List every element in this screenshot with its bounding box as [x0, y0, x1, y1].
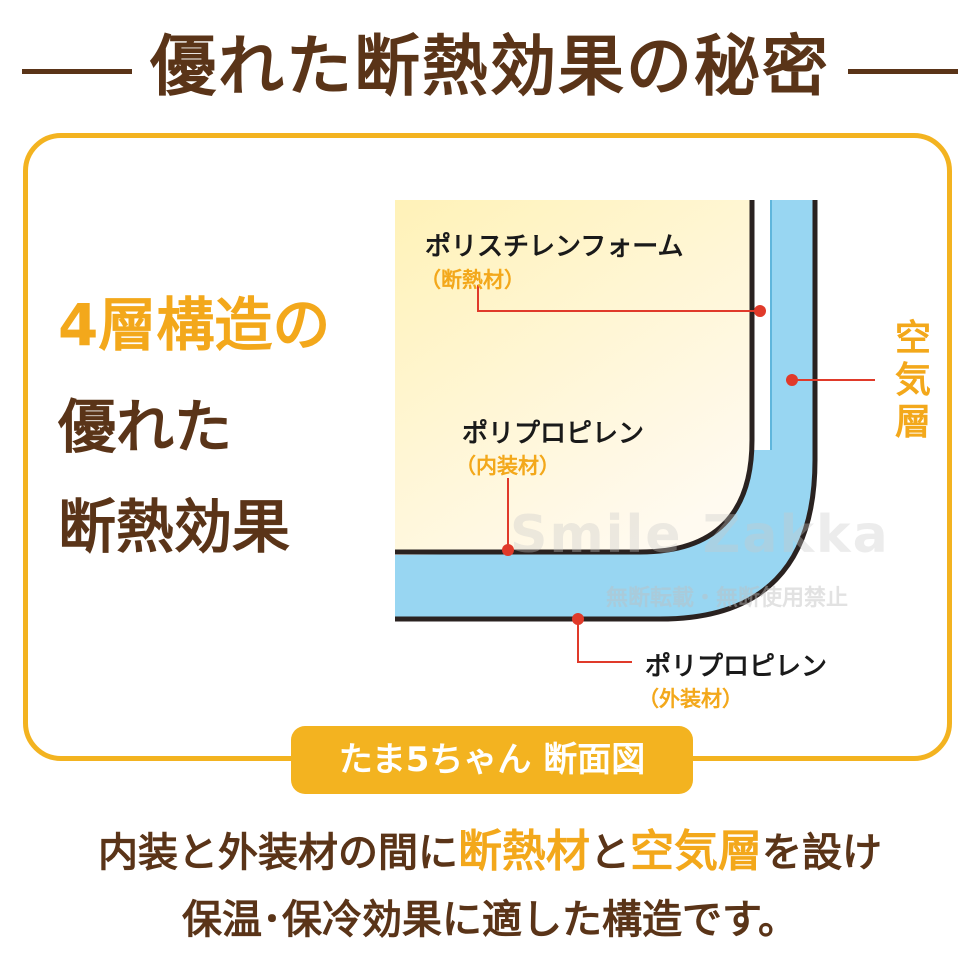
outer-wall — [395, 200, 818, 622]
leader-outer — [577, 619, 632, 663]
caption-tab: たま5ちゃん 断面図 — [291, 726, 693, 794]
air-layer-band — [395, 200, 815, 619]
label-outer-name: ポリプロピレン — [645, 652, 828, 682]
leader-dot-inner — [502, 544, 514, 556]
inner-wall — [395, 200, 755, 555]
footer-highlight-air: 空気層 — [630, 826, 762, 877]
leader-dot-air — [786, 374, 798, 386]
lead-line-3: 断熱効果 — [58, 493, 291, 561]
footer-text-2: と — [590, 830, 630, 876]
watermark-notice: 無断転載・無断使用禁止 — [606, 586, 849, 611]
page-title: 優れた断熱効果の秘密 — [150, 28, 830, 105]
label-foam-role: （断熱材） — [420, 268, 525, 292]
air-char-3: 層 — [894, 402, 931, 443]
label-air-layer: 空 気 層 — [888, 318, 938, 444]
title-row: 優れた断熱効果の秘密 — [0, 22, 980, 112]
watermark-brand: Smile Zakka — [510, 505, 890, 565]
leader-dot-foam — [754, 305, 766, 317]
label-inner-role: （内装材） — [455, 454, 560, 478]
leader-foam — [477, 285, 760, 312]
title-dash-right — [848, 69, 958, 74]
footer-text-3: を設け — [762, 830, 882, 876]
air-char-2: 気 — [894, 360, 931, 401]
foam-block — [395, 200, 752, 552]
footer-line-1: 内装と外装材の間に断熱材と空気層を設け — [0, 824, 980, 881]
leader-dot-outer — [572, 613, 584, 625]
label-inner-name: ポリプロピレン — [462, 419, 645, 449]
footer-text-1: 内装と外装材の間に — [98, 830, 458, 876]
label-foam-name: ポリスチレンフォーム — [425, 232, 684, 262]
air-char-1: 空 — [894, 318, 931, 359]
lead-line-2: 優れた — [58, 393, 233, 461]
footer-highlight-insulation: 断熱材 — [458, 826, 590, 877]
label-outer-role: （外装材） — [638, 687, 743, 711]
title-dash-left — [22, 69, 132, 74]
footer-line-2: 保温･保冷効果に適した構造です。 — [182, 897, 798, 943]
lead-line-1: 4層構造の — [58, 291, 331, 359]
